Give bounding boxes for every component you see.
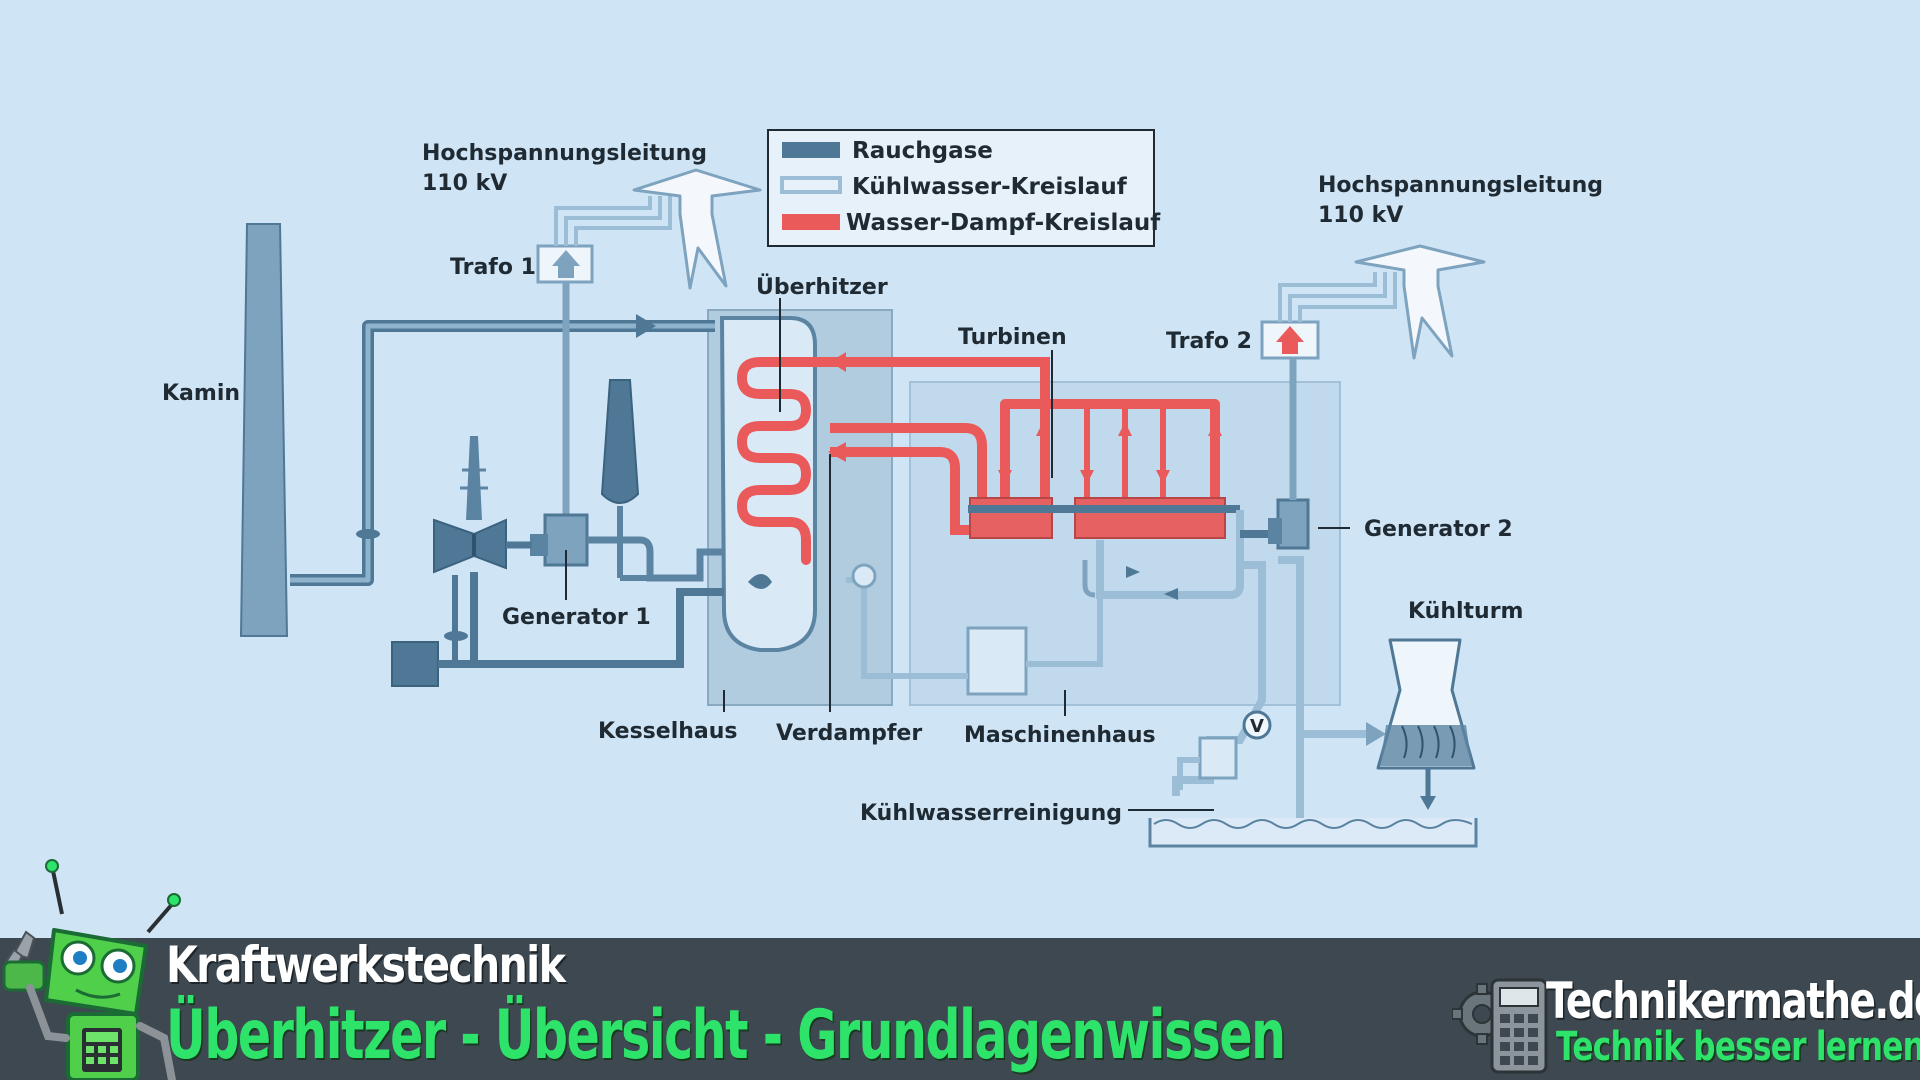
flow-arrow-icon	[998, 470, 1012, 484]
power-plant-diagram: V Rauchgase Kühlwasser-Kreislauf W	[162, 129, 1603, 848]
cleaning-pump	[1198, 736, 1238, 780]
chimney	[239, 223, 289, 637]
gas-turbine	[433, 518, 507, 574]
arrow-down-icon	[1420, 796, 1436, 810]
turbine-lp	[1074, 497, 1226, 539]
gas-turbine-stack	[600, 379, 640, 504]
label-cooling-tower: Kühlturm	[1408, 599, 1523, 624]
label-turbines: Turbinen	[958, 325, 1067, 350]
legend-label-cooling-water: Kühlwasser-Kreislauf	[852, 174, 1128, 200]
label-power-line-left-voltage: 110 kV	[422, 171, 507, 196]
footer-bar	[0, 938, 1920, 1080]
brand-tagline: Technik besser lernen	[1556, 1024, 1920, 1070]
label-generator-2: Generator 2	[1364, 517, 1513, 542]
legend-label-flue-gas: Rauchgase	[852, 138, 993, 164]
arrow-up-icon	[552, 250, 580, 278]
valve-icon	[1242, 710, 1272, 740]
flow-arrow-icon	[1208, 422, 1222, 436]
label-power-line-right: Hochspannungsleitung	[1318, 173, 1603, 198]
series-title: Kraftwerkstechnik	[166, 936, 566, 994]
flow-arrow-icon	[1366, 722, 1386, 746]
antenna-mast	[466, 436, 482, 520]
condenser-cooling-loop	[1096, 510, 1244, 599]
flow-arrow-icon	[1164, 588, 1178, 600]
label-generator-1: Generator 1	[502, 605, 651, 630]
gear-calculator-logo-icon	[1452, 978, 1548, 1074]
flow-arrow-icon	[1036, 422, 1050, 436]
label-power-line-right-voltage: 110 kV	[1318, 203, 1403, 228]
label-machine-house: Maschinenhaus	[964, 723, 1156, 748]
generator-2	[1276, 498, 1310, 550]
brand-name: Technikermathe.de	[1546, 972, 1920, 1030]
valve-symbol-label: V	[1250, 716, 1264, 737]
flow-arrow-icon	[1126, 566, 1140, 578]
legend-swatch-water-steam	[782, 214, 840, 230]
flow-arrow-icon	[1118, 422, 1132, 436]
boiler-flame-icon	[748, 574, 772, 589]
label-boiler-house: Kesselhaus	[598, 719, 738, 744]
legend-swatch-flue-gas	[782, 142, 840, 158]
flow-arrow-icon	[1156, 470, 1170, 484]
pylon-left	[632, 168, 762, 290]
water-basin	[1148, 818, 1478, 848]
label-evaporator: Verdampfer	[776, 721, 922, 746]
robot-mascot-icon	[2, 859, 181, 1080]
legend-label-water-steam: Wasser-Dampf-Kreislauf	[846, 210, 1161, 236]
label-superheater: Überhitzer	[756, 274, 888, 300]
boiler-vessel	[719, 316, 817, 652]
label-cooling-water-purification: Kühlwasserreinigung	[860, 801, 1122, 826]
reheat-steam-pipe	[830, 423, 987, 520]
pylon-right	[1354, 244, 1486, 360]
label-chimney: Kamin	[162, 381, 240, 406]
condenser-unit	[966, 626, 1028, 696]
flow-arrow-icon	[636, 314, 656, 338]
episode-title: Überhitzer - Übersicht - Grundlagenwisse…	[166, 996, 1286, 1075]
feed-pump	[851, 563, 877, 589]
legend-swatch-cooling-water	[780, 176, 842, 194]
arrow-up-icon	[1276, 326, 1304, 354]
turbine-hp	[969, 497, 1053, 539]
label-transformer-2: Trafo 2	[1166, 329, 1252, 354]
label-power-line-left: Hochspannungsleitung	[422, 141, 707, 166]
label-transformer-1: Trafo 1	[450, 255, 536, 280]
superheater-coil	[737, 357, 865, 565]
flow-arrow-icon	[830, 352, 846, 372]
flow-arrow-icon	[828, 442, 846, 462]
flow-arrow-icon	[1080, 470, 1094, 484]
pump-unit-left	[391, 641, 439, 687]
